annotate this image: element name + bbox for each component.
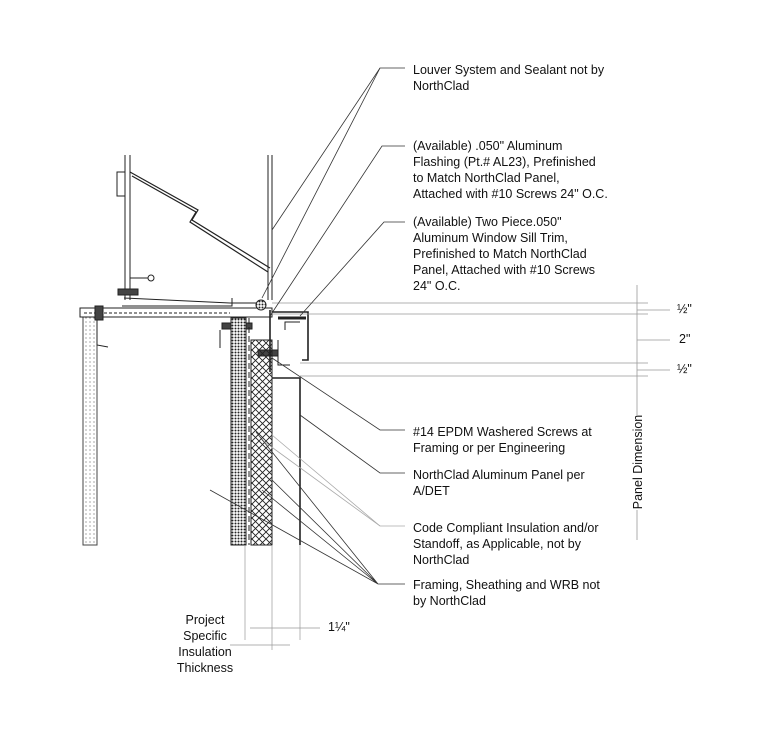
callout-line: Flashing (Pt.# AL23), Prefinished (413, 155, 596, 169)
callout-line: NorthClad Aluminum Panel per (413, 468, 585, 482)
callout-line: Framing, Sheathing and WRB not (413, 578, 600, 592)
callout-line: 24" O.C. (413, 279, 461, 293)
callout-line: Standoff, as Applicable, not by (413, 537, 581, 551)
dim-line: Specific (183, 629, 227, 643)
callout-line: Code Compliant Insulation and/or (413, 521, 599, 535)
callout-sill-trim: (Available) Two Piece.050" Aluminum Wind… (413, 214, 595, 294)
dim-top-half: ½" (677, 302, 692, 316)
callout-screws: #14 EPDM Washered Screws at Framing or p… (413, 424, 592, 456)
louver-blade (129, 171, 271, 273)
callout-line: Aluminum Window Sill Trim, (413, 231, 568, 245)
dim-standoff: 1¼" (328, 620, 350, 634)
interior-wall (82, 311, 98, 546)
callout-line: by NorthClad (413, 594, 486, 608)
callout-line: (Available) .050" Aluminum (413, 139, 563, 153)
callout-line: (Available) Two Piece.050" (413, 215, 562, 229)
dim-line: Thickness (176, 661, 234, 675)
callout-line: to Match NorthClad Panel, (413, 171, 560, 185)
callout-panel: NorthClad Aluminum Panel per A/DET (413, 467, 585, 499)
dim-insulation-thickness: Project Specific Insulation Thickness (165, 612, 245, 676)
dim-bottom-half: ½" (677, 362, 692, 376)
callout-line: Attached with #10 Screws 24" O.C. (413, 187, 608, 201)
window-frame (124, 155, 273, 300)
dim-panel-dimension: Panel Dimension (631, 414, 645, 510)
callout-line: #14 EPDM Washered Screws at (413, 425, 592, 439)
callout-flashing: (Available) .050" Aluminum Flashing (Pt.… (413, 138, 608, 202)
callout-line: NorthClad (413, 79, 470, 93)
callout-line: Prefinished to Match NorthClad (413, 247, 587, 261)
dim-two-inch: 2" (679, 332, 691, 346)
dim-line: Insulation (178, 645, 232, 659)
callout-line: NorthClad (413, 553, 470, 567)
callout-louver: Louver System and Sealant not by NorthCl… (413, 62, 604, 94)
callout-framing: Framing, Sheathing and WRB not by NorthC… (413, 577, 600, 609)
callout-line: A/DET (413, 484, 450, 498)
sheathing (230, 317, 247, 546)
flashing (269, 310, 309, 372)
callout-line: Panel, Attached with #10 Screws (413, 263, 596, 277)
callout-line: Louver System and Sealant not by (413, 63, 605, 77)
dim-line: Project (185, 613, 225, 627)
callout-insulation: Code Compliant Insulation and/or Standof… (413, 520, 599, 568)
callout-line: Framing or per Engineering (413, 441, 566, 455)
